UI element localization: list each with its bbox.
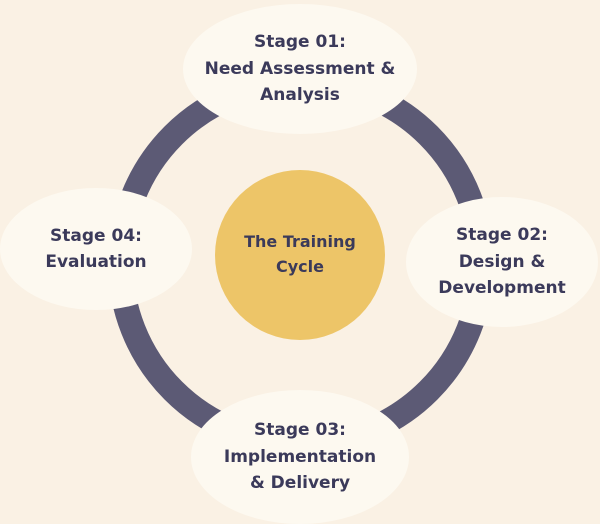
stage-03-label-line-2: Implementation [223,446,377,467]
stage-02-label-line-3: Development [438,278,566,299]
center-node: The Training Cycle [215,170,385,340]
stage-02-label-line-1: Stage 02: [456,225,548,246]
stage-04-node: Stage 04: Evaluation [0,188,192,310]
stage-03-node: Stage 03: Implementation & Delivery [191,390,409,524]
stage-03-label-line-1: Stage 03: [254,420,346,441]
stage-02-node: Stage 02: Design & Development [406,197,598,327]
center-label-line-2: Cycle [276,257,324,276]
stage-01-label-line-2: Need Assessment & [204,58,396,79]
stage-04-label-line-1: Stage 04: [50,225,142,246]
center-label-line-1: The Training [244,232,356,252]
stage-04-label-line-2: Evaluation [45,252,147,272]
stage-01-label-line-1: Stage 01: [254,32,346,53]
stage-03-label-line-3: & Delivery [249,473,351,494]
stage-02-label-line-2: Design & [458,251,546,272]
stage-01-node: Stage 01: Need Assessment & Analysis [183,4,417,134]
stage-01-label-line-3: Analysis [260,85,340,106]
